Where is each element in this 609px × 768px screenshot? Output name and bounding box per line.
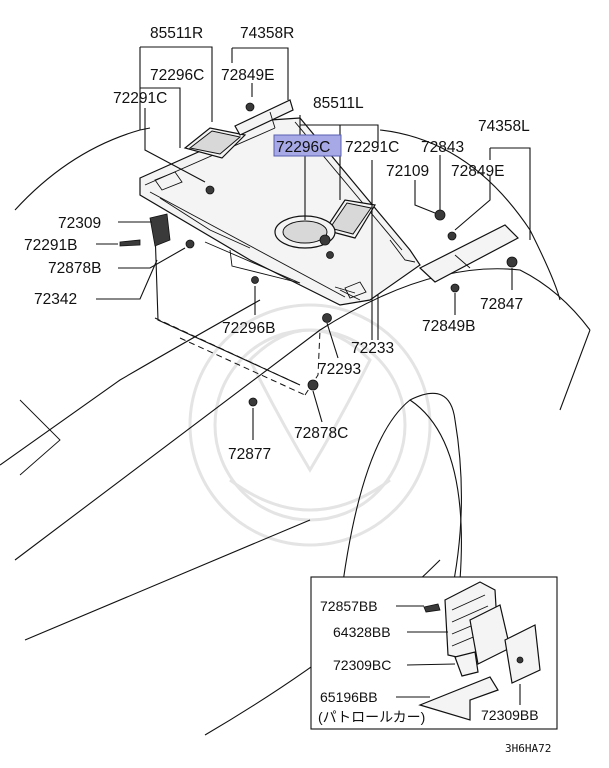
label-85511R[interactable]: 85511R (150, 25, 203, 42)
label-74358R[interactable]: 74358R (240, 25, 294, 42)
label-72291C-mid[interactable]: 72291C (345, 139, 399, 156)
diagram-code: 3H6HA72 (505, 742, 551, 755)
label-72878C[interactable]: 72878C (294, 425, 348, 442)
label-72849B[interactable]: 72849B (422, 318, 475, 335)
label-72309[interactable]: 72309 (58, 215, 101, 232)
label-65196BB[interactable]: 65196BB (320, 689, 378, 705)
label-72296C-highlighted[interactable]: 72296C (276, 139, 330, 156)
label-72877[interactable]: 72877 (228, 446, 271, 463)
rear-shelf-72233 (139, 117, 421, 306)
label-72847[interactable]: 72847 (480, 296, 523, 313)
label-72296B[interactable]: 72296B (222, 320, 275, 337)
label-72309BB[interactable]: 72309BB (481, 707, 539, 723)
label-74358L[interactable]: 74358L (478, 118, 530, 135)
label-72296C-top[interactable]: 72296C (150, 67, 204, 84)
leader-lines (96, 46, 531, 440)
label-85511L[interactable]: 85511L (313, 95, 364, 112)
label-72849E-top[interactable]: 72849E (221, 67, 274, 84)
label-72109[interactable]: 72109 (386, 163, 429, 180)
speaker-grille-right-85511L (324, 199, 376, 239)
inset-variant-box: 72857BB 64328BB 72309BC 65196BB (パトロールカー… (310, 576, 558, 730)
part-labels: 85511R 74358R 72296C 72849E 72291C 85511… (24, 25, 530, 463)
label-72857BB[interactable]: 72857BB (320, 598, 378, 614)
trim-board-72342 (154, 229, 321, 396)
label-72878B[interactable]: 72878B (48, 260, 101, 277)
label-64328BB[interactable]: 64328BB (333, 624, 391, 640)
label-72233[interactable]: 72233 (351, 340, 394, 357)
label-72291C-left[interactable]: 72291C (113, 90, 167, 107)
label-72843[interactable]: 72843 (421, 139, 464, 156)
label-72849E-right[interactable]: 72849E (451, 163, 504, 180)
label-72309BC[interactable]: 72309BC (333, 657, 391, 673)
label-72342[interactable]: 72342 (34, 291, 77, 308)
label-72293[interactable]: 72293 (318, 361, 361, 378)
trim-strip-74358L (418, 224, 519, 283)
highlight-box-72296C (273, 134, 342, 157)
fastener-clips (119, 102, 518, 407)
label-65196BB-note: (パトロールカー) (318, 709, 425, 725)
label-72291B[interactable]: 72291B (24, 237, 77, 254)
trim-strip-74358R (234, 99, 294, 136)
speaker-grille-left-85511R (183, 127, 247, 159)
